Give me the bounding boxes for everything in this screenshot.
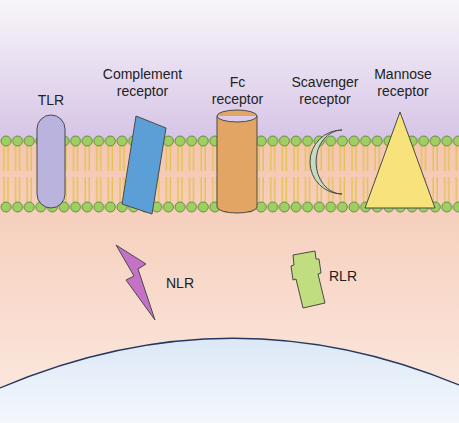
nucleus bbox=[0, 338, 459, 423]
receptor-outline bbox=[122, 116, 166, 214]
receptor-label: TLR bbox=[28, 92, 74, 109]
tlr-receptor: TLR bbox=[28, 90, 74, 212]
receptor-outline bbox=[310, 130, 342, 194]
receptor-outline bbox=[365, 112, 435, 208]
extracellular-space bbox=[0, 0, 459, 140]
receptor-label: NLR bbox=[162, 275, 198, 292]
receptor-label: Scavenger receptor bbox=[285, 74, 365, 108]
rlr-receptor: RLR bbox=[285, 245, 365, 315]
receptor-label: Complement receptor bbox=[95, 66, 190, 100]
receptor-label: RLR bbox=[325, 268, 361, 285]
receptor-shape bbox=[285, 70, 365, 205]
receptor-outline bbox=[217, 110, 257, 213]
receptor-outline bbox=[291, 251, 325, 308]
nlr-receptor: NLR bbox=[110, 242, 200, 324]
receptor-outline bbox=[116, 245, 155, 320]
fc-receptor: Fc receptor bbox=[200, 70, 275, 216]
scavenger-receptor: Scavenger receptor bbox=[285, 70, 365, 205]
mannose-receptor: Mannose receptor bbox=[358, 62, 448, 212]
nuclear-envelope bbox=[0, 338, 459, 388]
receptor-shape bbox=[28, 90, 74, 212]
receptor-label: Fc receptor bbox=[207, 74, 268, 108]
receptor-outline bbox=[37, 115, 65, 208]
complement-receptor: Complement receptor bbox=[95, 62, 190, 218]
receptor-label: Mannose receptor bbox=[358, 66, 448, 100]
